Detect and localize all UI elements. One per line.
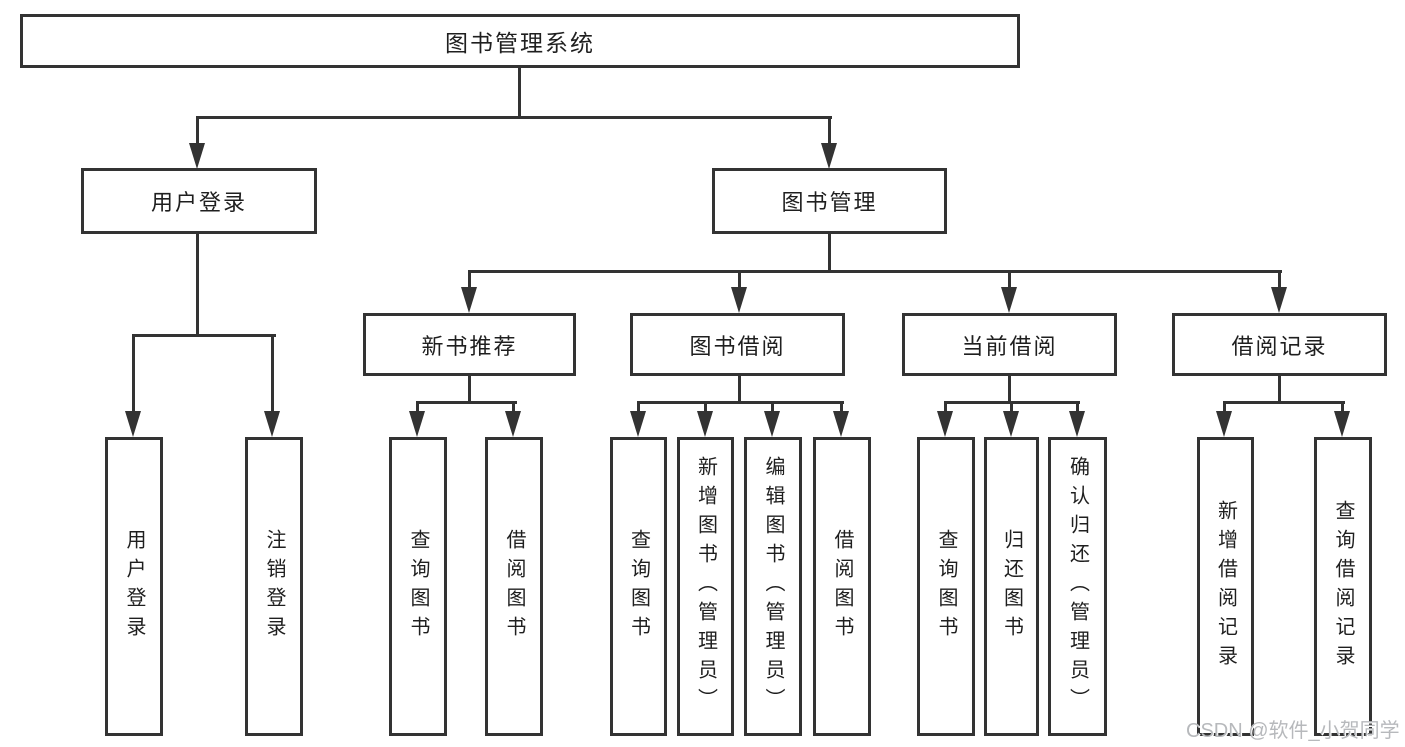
leaf-borrow-books-borrowing: 借阅图书 — [813, 437, 871, 736]
node-root-book-management-system: 图书管理系统 — [20, 14, 1020, 68]
connector-to-current-borrowing — [1008, 270, 1011, 290]
connector-recommend-branch — [416, 401, 517, 404]
arrowhead-user-login-icon — [189, 143, 205, 169]
csdn-watermark: CSDN @软件_小贺同学 — [1186, 720, 1400, 742]
connector-to-book-management — [828, 116, 831, 148]
leaf-logout: 注销登录 — [245, 437, 303, 736]
connector-to-leaf-query-record — [1341, 401, 1344, 415]
connector-to-leaf-borrow-1 — [512, 401, 515, 415]
connector-to-borrowing-records — [1278, 270, 1281, 290]
connector-to-leaf-return-book — [1010, 401, 1013, 415]
arrowhead-current-borrowing-icon — [1001, 287, 1017, 313]
leaf-return-book: 归还图书 — [984, 437, 1039, 736]
connector-book-mgmt-stem — [828, 231, 831, 273]
connector-to-leaf-borrow-2 — [840, 401, 843, 415]
leaf-edit-book-admin: 编辑图书（管理员） — [744, 437, 802, 736]
arrowhead-leaf-user-login-icon — [125, 411, 141, 437]
node-book-management: 图书管理 — [712, 168, 947, 234]
arrowhead-leaf-add-record-icon — [1216, 411, 1232, 437]
arrowhead-leaf-borrow-1-icon — [505, 411, 521, 437]
leaf-user-login: 用户登录 — [105, 437, 163, 736]
leaf-query-books-current: 查询图书 — [917, 437, 975, 736]
connector-to-leaf-add-book — [704, 401, 707, 415]
leaf-confirm-return-admin: 确认归还（管理员） — [1048, 437, 1107, 736]
arrowhead-leaf-query-2-icon — [630, 411, 646, 437]
connector-to-leaf-query-1 — [416, 401, 419, 415]
arrowhead-leaf-borrow-2-icon — [833, 411, 849, 437]
arrowhead-leaf-confirm-return-icon — [1069, 411, 1085, 437]
arrowhead-new-book-recommend-icon — [461, 287, 477, 313]
leaf-add-book-admin: 新增图书（管理员） — [677, 437, 734, 736]
arrowhead-leaf-add-book-icon — [697, 411, 713, 437]
connector-to-book-borrowing — [738, 270, 741, 290]
arrowhead-leaf-return-book-icon — [1003, 411, 1019, 437]
connector-current-stem — [1008, 373, 1011, 404]
connector-to-leaf-confirm-return — [1076, 401, 1079, 415]
connector-to-leaf-query-2 — [637, 401, 640, 415]
connector-borrowing-branch — [637, 401, 844, 404]
connector-root-stem — [518, 66, 521, 118]
connector-root-branch — [197, 116, 832, 119]
arrowhead-leaf-query-3-icon — [937, 411, 953, 437]
leaf-add-borrow-record: 新增借阅记录 — [1197, 437, 1254, 736]
node-user-login: 用户登录 — [81, 168, 317, 234]
arrowhead-book-borrowing-icon — [731, 287, 747, 313]
node-borrowing-records: 借阅记录 — [1172, 313, 1387, 376]
connector-to-leaf-query-3 — [944, 401, 947, 415]
connector-recommend-stem — [468, 373, 471, 404]
node-new-book-recommend: 新书推荐 — [363, 313, 576, 376]
leaf-query-books-recommend: 查询图书 — [389, 437, 447, 736]
node-book-borrowing: 图书借阅 — [630, 313, 845, 376]
connector-to-leaf-logout — [271, 334, 274, 414]
connector-to-leaf-edit-book — [771, 401, 774, 415]
connector-to-user-login — [196, 116, 199, 148]
leaf-borrow-books-recommend: 借阅图书 — [485, 437, 543, 736]
connector-records-branch — [1223, 401, 1345, 404]
connector-records-stem — [1278, 373, 1281, 404]
arrowhead-borrowing-records-icon — [1271, 287, 1287, 313]
arrowhead-leaf-edit-book-icon — [764, 411, 780, 437]
connector-user-login-stem — [196, 231, 199, 337]
connector-user-login-branch — [132, 334, 276, 337]
leaf-query-books-borrowing: 查询图书 — [610, 437, 667, 736]
arrowhead-book-management-icon — [821, 143, 837, 169]
connector-to-leaf-add-record — [1223, 401, 1226, 415]
connector-to-leaf-user-login — [132, 334, 135, 414]
arrowhead-leaf-query-record-icon — [1334, 411, 1350, 437]
connector-borrowing-stem — [738, 373, 741, 404]
connector-to-new-book-recommend — [468, 270, 471, 290]
connector-book-mgmt-branch — [468, 270, 1282, 273]
arrowhead-leaf-logout-icon — [264, 411, 280, 437]
leaf-query-borrow-record: 查询借阅记录 — [1314, 437, 1372, 736]
node-current-borrowing: 当前借阅 — [902, 313, 1117, 376]
arrowhead-leaf-query-1-icon — [409, 411, 425, 437]
